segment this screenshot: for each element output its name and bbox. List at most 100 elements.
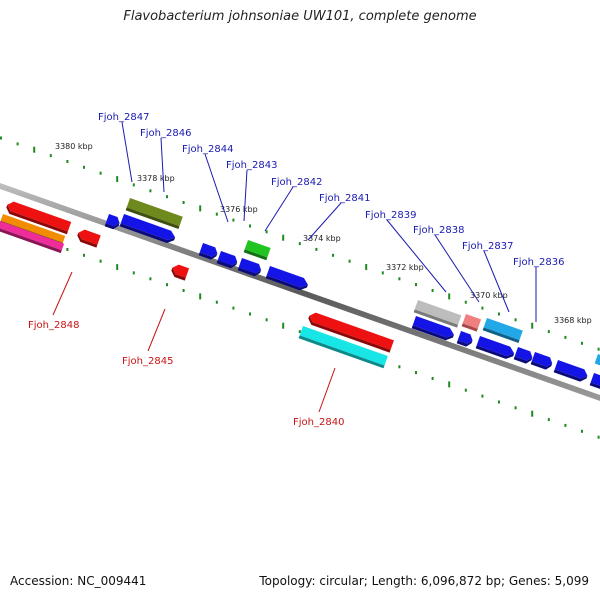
gene-fjoh-2841b[interactable] [265,266,310,292]
outer-tick [547,330,550,334]
gene-fjoh-2838[interactable] [461,314,482,332]
outer-tick [0,136,2,140]
label-fjoh-2844[interactable]: Fjoh_2844 [182,144,233,155]
inner-tick [581,429,583,433]
kbp-label-3378: 3378 kbp [137,174,175,183]
inner-tick [448,381,451,388]
inner-tick [514,406,517,410]
outer-tick [415,283,417,287]
kbp-label-3380: 3380 kbp [55,142,93,151]
label-fjoh-2840[interactable]: Fjoh_2840 [293,417,344,428]
gene-fjoh-2840-cyan[interactable] [298,326,388,369]
outer-tick [581,341,583,345]
outer-tick [149,189,152,193]
inner-tick [66,248,69,251]
label-fjoh-2846[interactable]: Fjoh_2846 [140,128,191,139]
outer-tick [265,230,268,234]
label-fjoh-2845[interactable]: Fjoh_2845 [122,356,173,367]
outer-tick [531,322,534,329]
forward-genes [104,198,600,390]
label-fjoh-2838[interactable]: Fjoh_2838 [413,225,464,236]
outer-tick [398,277,401,281]
kbp-label-3372: 3372 kbp [386,263,424,272]
inner-tick [232,306,235,310]
outer-tick [66,160,69,163]
inner-tick [498,400,500,404]
inner-tick [282,322,285,329]
reverse-genes [0,200,394,369]
outer-tick-row [0,136,600,351]
gene-fjoh-2834[interactable] [589,373,600,390]
gene-fjoh-2841[interactable] [237,258,263,278]
outer-tick [232,218,235,222]
outer-tick [597,347,600,351]
gene-fjoh-2844[interactable] [119,214,177,245]
outer-tick [298,242,301,246]
label-fjoh-2836[interactable]: Fjoh_2836 [513,257,564,268]
gene-fjoh-2845[interactable] [170,263,190,281]
label-fjoh-2843[interactable]: Fjoh_2843 [226,160,277,171]
label-fjoh-2842[interactable]: Fjoh_2842 [271,177,322,188]
gene-fjoh-2837[interactable] [482,318,523,343]
gene-fjoh-2846[interactable] [125,198,183,229]
outer-tick [116,176,119,183]
gene-fjoh-2848b[interactable] [76,228,101,248]
inner-tick [199,293,202,300]
outer-tick [564,335,567,339]
inner-tick [564,423,567,427]
inner-tick [398,365,401,369]
inner-tick [265,318,268,322]
outer-tick [166,195,168,199]
outer-tick [332,253,334,257]
gene-fjoh-2834b[interactable] [594,354,600,366]
outer-tick [215,212,218,216]
gene-fjoh-2842[interactable] [243,240,271,261]
gene-fjoh-2836b[interactable] [530,352,554,371]
inner-tick [83,253,85,257]
outer-tick [16,142,19,146]
genome-backbone [0,183,600,401]
gene-fjoh-2843[interactable] [198,243,219,261]
outer-tick [49,154,52,158]
outer-tick [249,224,251,228]
outer-tick [448,293,451,300]
outer-tick [348,259,351,263]
gene-fjoh-2836[interactable] [513,347,534,365]
gene-fjoh-2842b[interactable] [216,251,239,270]
inner-tick [415,371,417,375]
gene-fjoh-2848-magenta[interactable] [0,221,65,254]
accession-text: Accession: NC_009441 [10,574,147,588]
outer-tick [481,306,484,310]
inner-tick [149,277,152,281]
label-fjoh-2839[interactable]: Fjoh_2839 [365,210,416,221]
inner-tick [99,259,102,263]
outer-tick [315,247,318,251]
label-fjoh-2848[interactable]: Fjoh_2848 [28,320,79,331]
genome-summary-text: Topology: circular; Length: 6,096,872 bp… [259,574,589,588]
outer-tick [514,318,517,322]
inner-tick [132,271,135,275]
label-fjoh-2837[interactable]: Fjoh_2837 [462,241,513,252]
outer-tick [431,289,434,292]
gene-fjoh-2847[interactable] [104,214,122,231]
gene-fjoh-2840[interactable] [307,311,394,353]
gene-fjoh-2835[interactable] [553,360,589,383]
inner-tick [116,264,119,271]
gene-fjoh-2839[interactable] [413,300,462,328]
outer-tick [132,183,135,187]
inner-tick [464,388,467,392]
label-fjoh-2841[interactable]: Fjoh_2841 [319,193,370,204]
reverse-gene-labels: Fjoh_2848 Fjoh_2845 Fjoh_2840 [28,320,344,428]
outer-tick [381,271,384,275]
gene-fjoh-2837b[interactable] [475,336,516,361]
outer-tick [282,234,285,241]
gene-fjoh-2839b[interactable] [411,316,456,342]
inner-tick [431,377,434,380]
label-fjoh-2847[interactable]: Fjoh_2847 [98,112,149,123]
gene-fjoh-2838b[interactable] [456,331,475,348]
gene-fjoh-2848[interactable] [5,200,72,235]
outer-tick [33,146,36,153]
kbp-label-3374: 3374 kbp [303,234,341,243]
inner-tick [597,435,600,439]
inner-tick [547,418,550,422]
